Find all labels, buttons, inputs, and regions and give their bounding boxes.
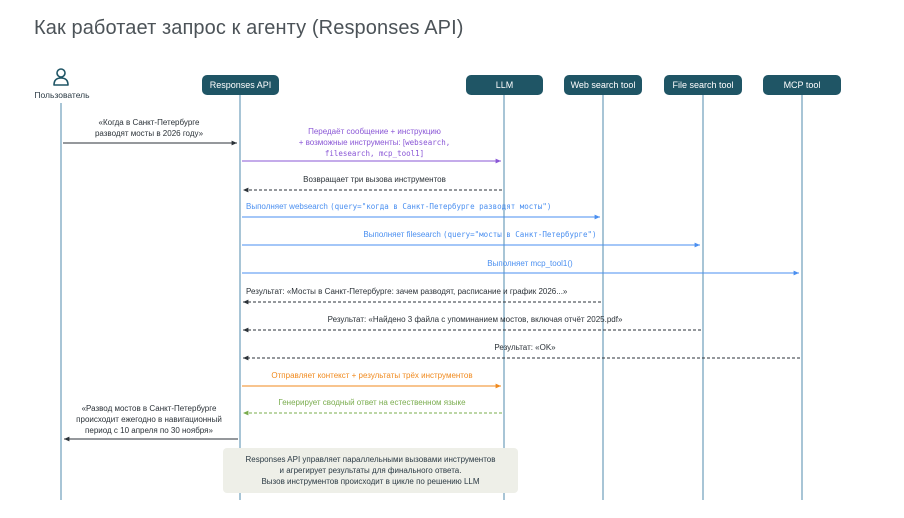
msg-websearch-code: (query="когда в Санкт-Петербурге разводя… [330, 202, 552, 211]
msg-final-answer-line1: «Развод мостов в Санкт-Петербурге [81, 404, 217, 413]
msg-mcp-result: Результат: «OK» [494, 343, 556, 352]
actor-mcp: MCP tool [763, 75, 841, 95]
msg-filesearch-result: Результат: «Найдено 3 файла с упоминание… [327, 315, 623, 324]
actor-llm: LLM [466, 75, 543, 95]
summary-note-line2: и агрегирует результаты для финального о… [279, 466, 462, 475]
msg-send-to-llm-line2: + возможные инструменты: [ [298, 138, 406, 147]
msg-filesearch: Выполняет filesearch (query="мосты в Сан… [300, 229, 660, 240]
msg-final-answer-line2: происходит ежегодно в навигационный [76, 415, 222, 424]
user-icon [53, 68, 69, 86]
msg-user-request: «Когда в Санкт-Петербурге разводят мосты… [74, 117, 224, 139]
summary-note-line1: Responses API управляет параллельными вы… [245, 455, 496, 464]
msg-send-to-llm: Передаёт сообщение + инструкцию + возмож… [262, 126, 487, 159]
page-title: Как работает запрос к агенту (Responses … [34, 17, 464, 39]
msg-final-answer: «Развод мостов в Санкт-Петербурге происх… [66, 403, 232, 436]
msg-filesearch-code: (query="мосты в Санкт-Петербурге") [443, 230, 597, 239]
msg-mcp: Выполняет mcp_tool1() [487, 259, 573, 268]
msg-user-request-line1: «Когда в Санкт-Петербурге [98, 118, 200, 127]
msg-websearch: Выполняет websearch (query="когда в Санк… [246, 201, 596, 212]
msg-tool-calls-return: Возвращает три вызова инструментов [303, 175, 446, 184]
summary-note: Responses API управляет параллельными вы… [223, 448, 518, 493]
msg-send-to-llm-code2: filesearch, mcp_tool1] [324, 149, 425, 158]
msg-websearch-result: Результат: «Мосты в Санкт-Петербурге: за… [246, 287, 568, 296]
msg-websearch-prefix: Выполняет websearch [246, 202, 331, 211]
msg-context-to-llm: Отправляет контекст + результаты трёх ин… [271, 371, 473, 380]
actor-responses-api: Responses API [202, 75, 279, 95]
summary-note-line3: Вызов инструментов происходит в цикле по… [261, 477, 480, 486]
msg-user-request-line2: разводят мосты в 2026 году» [94, 129, 204, 138]
actor-user-label: Пользователь [34, 90, 90, 100]
msg-final-answer-line3: период с 10 апреля по 30 ноября» [85, 426, 213, 435]
msg-filesearch-prefix: Выполняет filesearch [363, 230, 444, 239]
msg-send-to-llm-code1: websearch, [405, 138, 451, 147]
actor-file-search: File search tool [664, 75, 742, 95]
msg-send-to-llm-line1: Передаёт сообщение + инструкцию [308, 127, 441, 136]
msg-generated-answer: Генерирует сводный ответ на естественном… [278, 398, 466, 407]
actor-web-search: Web search tool [564, 75, 642, 95]
